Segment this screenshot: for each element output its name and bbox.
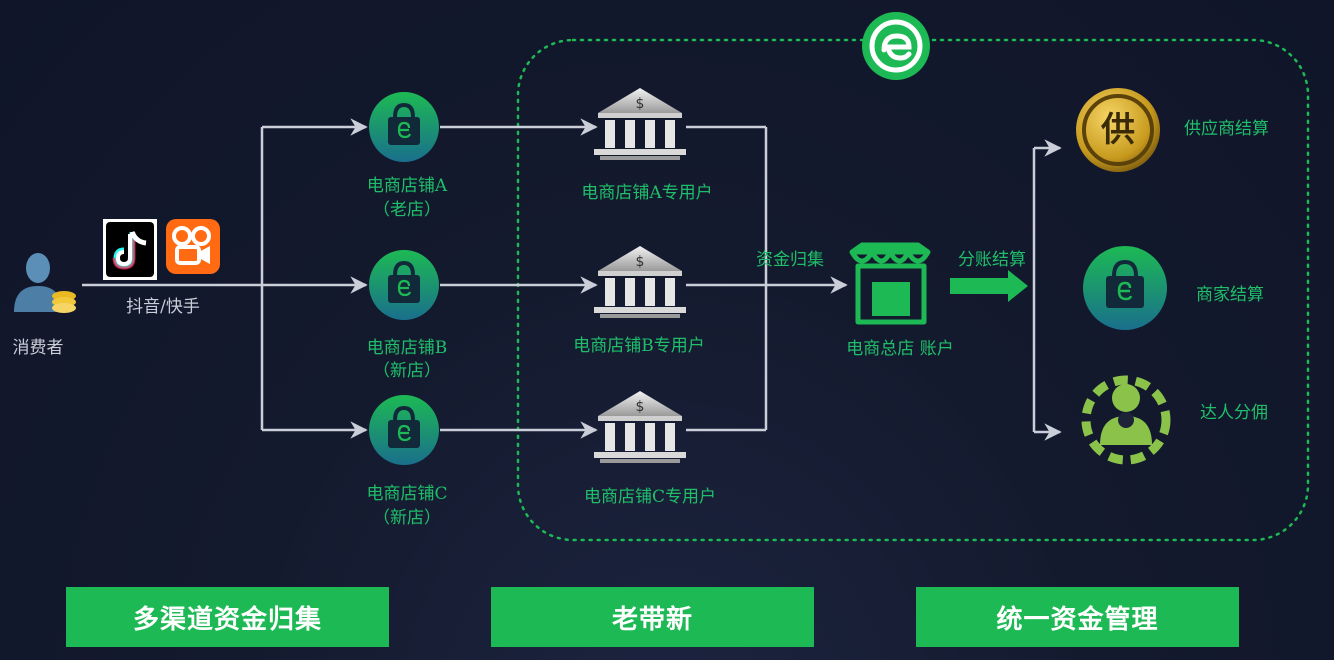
banner-unified: 统一资金管理 — [916, 587, 1239, 647]
hq-icon-char: 总 — [876, 281, 906, 316]
supplier-label: 供应商结算 — [1184, 119, 1269, 139]
shop-b-name: 电商店铺B — [366, 338, 448, 358]
banner-old-new: 老带新 — [491, 587, 814, 647]
shop-bag-icon — [369, 250, 439, 320]
channel-label: 抖音/快手 — [126, 297, 200, 317]
unified-management-frame — [516, 38, 1310, 542]
hq-store-icon — [849, 242, 931, 325]
shop-bag-icon — [369, 92, 439, 162]
shop-c-note: （新店） — [373, 508, 441, 528]
split-arrow-icon — [950, 270, 1028, 302]
account-a-label: 电商店铺A专用户 — [581, 183, 713, 203]
dollar-sign-icon: $ — [636, 254, 645, 270]
split-label: 分账结算 — [958, 250, 1026, 270]
shop-a-note: （老店） — [373, 200, 441, 220]
dollar-sign-icon: $ — [636, 399, 645, 415]
supplier-icon-char: 供 — [1101, 110, 1135, 150]
banner-multichannel: 多渠道资金归集 — [66, 587, 389, 647]
dollar-sign-icon: $ — [636, 96, 645, 112]
brand-logo-icon — [862, 12, 930, 80]
account-c-label: 电商店铺C专用户 — [583, 487, 717, 507]
influencer-icon — [1081, 375, 1171, 465]
bank-icon: $ — [594, 391, 686, 463]
connectors — [82, 118, 1062, 441]
shop-c-name: 电商店铺C — [366, 484, 448, 504]
bank-icon: $ — [594, 88, 686, 160]
shop-bag-icon — [369, 395, 439, 465]
merchant-label: 商家结算 — [1196, 285, 1264, 305]
bank-icon: $ — [594, 246, 686, 318]
consumer-label: 消费者 — [12, 338, 64, 358]
kuaishou-icon — [166, 219, 220, 274]
shop-b-note: （新店） — [373, 361, 441, 381]
hq-label: 电商总店 账户 — [846, 339, 954, 359]
collect-label: 资金归集 — [756, 250, 824, 270]
merchant-icon — [1083, 246, 1167, 330]
douyin-icon — [103, 219, 157, 280]
account-b-label: 电商店铺B专用户 — [573, 336, 705, 356]
shop-a-name: 电商店铺A — [366, 176, 448, 196]
influencer-label: 达人分佣 — [1200, 403, 1268, 423]
consumer-icon — [14, 253, 76, 313]
supplier-coin-icon — [1076, 88, 1160, 172]
